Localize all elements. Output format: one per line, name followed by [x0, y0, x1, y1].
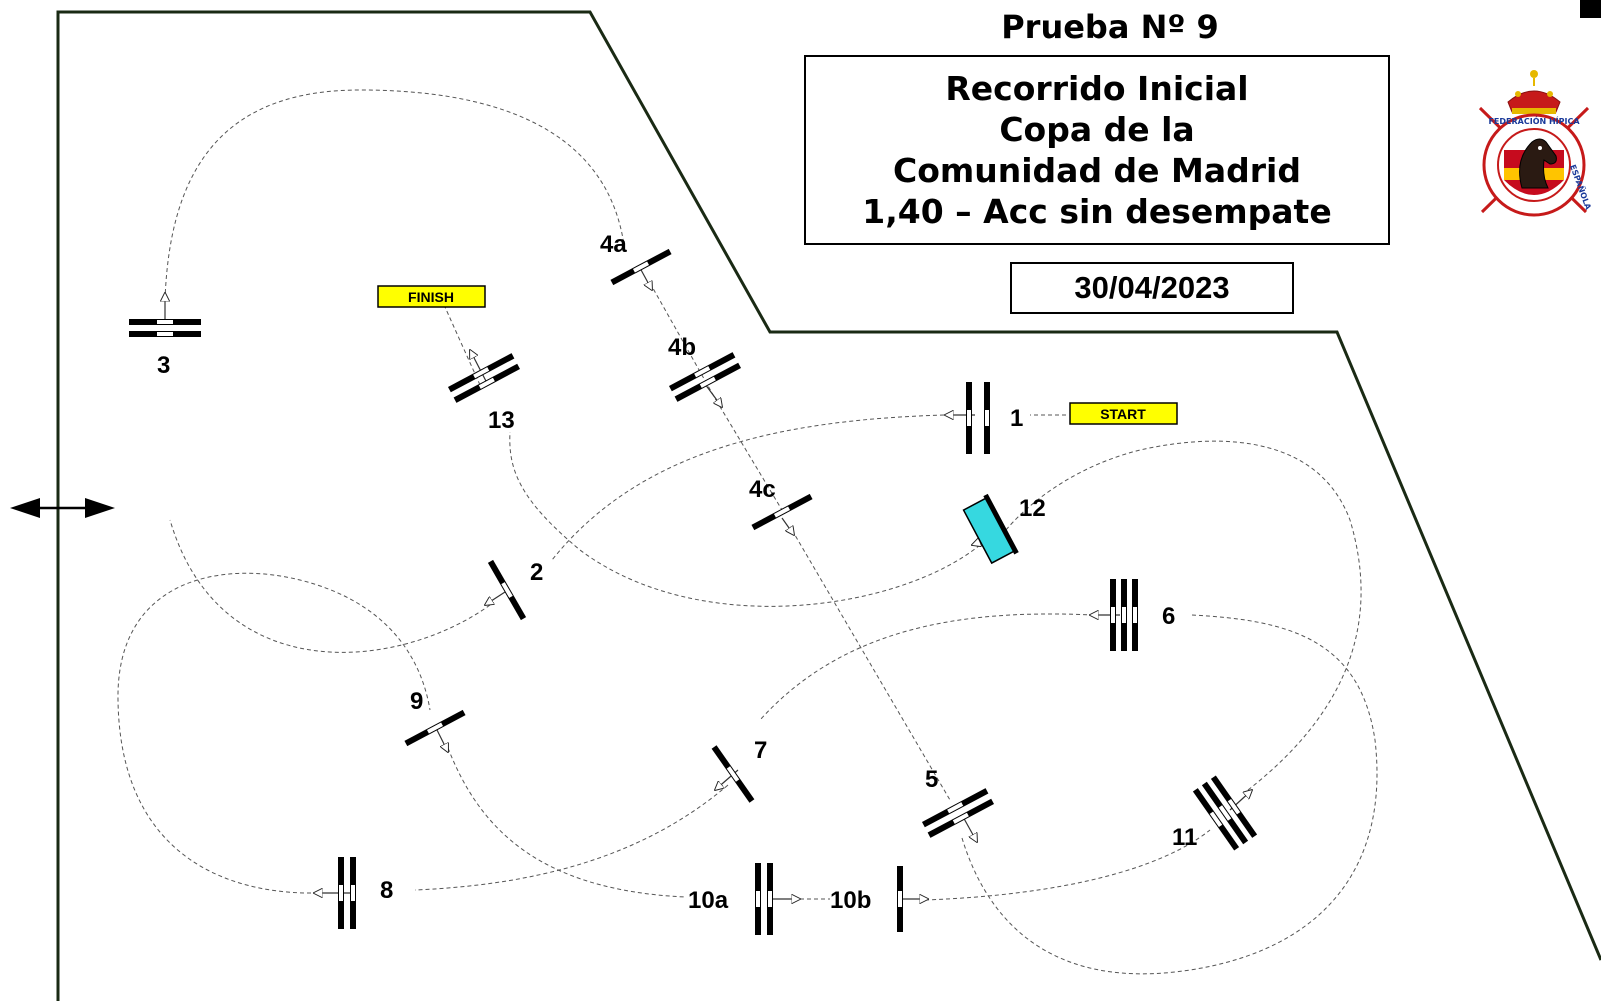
route-segment	[551, 414, 945, 561]
direction-arrow	[436, 729, 448, 752]
fence-2	[487, 559, 527, 621]
route-segment	[961, 614, 1378, 975]
fence-label: 8	[380, 877, 393, 904]
direction-arrow	[485, 591, 506, 605]
fence-label: 6	[1162, 603, 1175, 630]
fence-12	[962, 493, 1019, 565]
start-label: START	[1100, 406, 1146, 422]
route-segment	[414, 784, 729, 891]
fence-8	[338, 857, 356, 929]
route-segment	[924, 829, 1211, 901]
fence-10a	[755, 863, 773, 935]
route-segment	[649, 282, 717, 401]
finish-marker: FINISH	[377, 285, 486, 308]
fence-label: 11	[1172, 824, 1197, 851]
fence-label: 2	[530, 559, 543, 586]
route-segment	[447, 747, 686, 898]
fence-label: 10a	[688, 887, 729, 914]
arena-border	[56, 10, 1601, 1001]
fence-label: 3	[157, 352, 170, 379]
date-box: 30/04/2023	[1010, 262, 1294, 314]
fence-label: 4c	[749, 476, 776, 503]
start-marker: START	[1069, 402, 1178, 425]
route-segment	[994, 440, 1362, 791]
fence-label: 10b	[830, 887, 871, 914]
info-line: 1,40 – Acc sin desempate	[862, 192, 1332, 231]
svg-text:FEDERACIÓN HÍPICA: FEDERACIÓN HÍPICA	[1488, 115, 1580, 126]
info-line: Copa de la	[999, 110, 1195, 149]
fence-1	[966, 382, 990, 454]
fence-9	[404, 709, 466, 747]
finish-label: FINISH	[408, 289, 454, 305]
route-segment	[791, 529, 951, 801]
double-arrow-icon	[10, 498, 115, 518]
route-segment	[169, 519, 491, 653]
fence-4a	[610, 248, 672, 286]
page-title: Prueba Nº 9	[1001, 8, 1219, 46]
fence-6	[1110, 579, 1138, 651]
fence-11	[1192, 775, 1258, 851]
direction-arrow	[639, 267, 652, 290]
direction-arrow	[704, 383, 722, 407]
fence-3	[129, 319, 201, 337]
fence-5	[921, 788, 995, 838]
federation-emblem-logo: FEDERACIÓN HÍPICA ESPAÑOLA	[1478, 70, 1594, 217]
route-path	[117, 89, 1378, 975]
fence-label: 13	[488, 407, 515, 434]
corner-mark	[1580, 0, 1601, 18]
direction-arrow	[781, 517, 794, 535]
info-line: Comunidad de Madrid	[892, 151, 1301, 190]
info-box: Recorrido Inicial Copa de la Comunidad d…	[804, 55, 1390, 245]
fence-10b	[897, 866, 903, 932]
route-segment	[117, 572, 431, 894]
fence-label: 4a	[600, 231, 627, 258]
fence-4b	[668, 352, 742, 402]
fence-label: 1	[1010, 405, 1023, 432]
fence-13	[447, 353, 521, 403]
fence-4c	[751, 493, 813, 531]
fence-label: 12	[1019, 495, 1046, 522]
route-segment	[444, 306, 481, 386]
route-segment	[509, 431, 981, 607]
direction-arrow	[470, 350, 489, 386]
direction-arrows	[165, 267, 1252, 899]
fence-label: 9	[410, 688, 423, 715]
route-segment	[759, 613, 1095, 721]
route-segment	[164, 89, 625, 301]
fence-label: 4b	[668, 334, 696, 361]
route-segment	[715, 399, 783, 511]
info-line: Recorrido Inicial	[945, 69, 1249, 108]
fence-7	[711, 745, 755, 803]
fence-label: 5	[925, 766, 938, 793]
fence-labels: 1 2 3 4a 4b 4c 5 6 7 8 9 10a 10b 11 12 1…	[157, 231, 1197, 914]
fence-label: 7	[754, 737, 767, 764]
